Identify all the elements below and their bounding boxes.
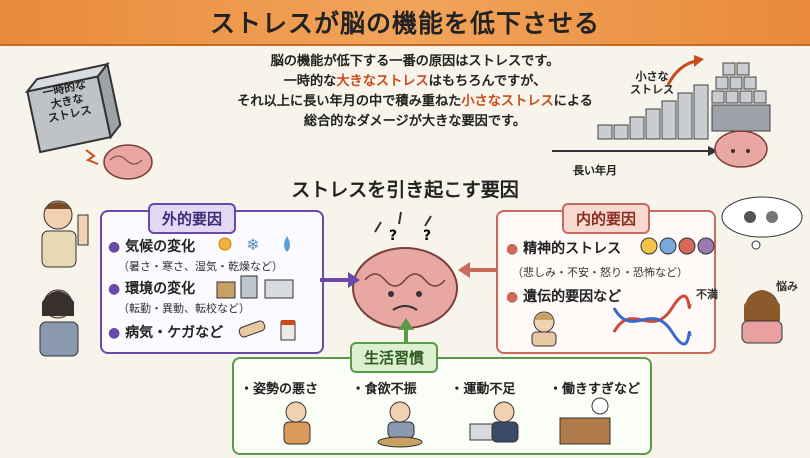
internal-note-mental: （悲しみ・不安・怒り・恐怖など） xyxy=(512,266,688,279)
cold-person-illustration xyxy=(39,289,79,357)
lifestyle-tag: 生活習慣 xyxy=(350,342,439,373)
external-item-climate: ● 気候の変化 xyxy=(108,239,196,255)
small-stress-stack-illustration xyxy=(552,55,771,168)
lifestyle-items: ・姿勢の悪さ ・食欲不振 ・運動不足 ・働きすぎなど xyxy=(240,378,640,397)
emotion-face-icons xyxy=(640,237,715,255)
thought-bubble-illustration xyxy=(721,196,803,344)
intro-line-3: それ以上に長い年月の中で積み重ねた小さなストレスによる xyxy=(237,94,593,109)
lifestyle-item-overwork: ・働きすぎなど xyxy=(548,382,640,397)
external-item-illness: ● 病気・ケガなど xyxy=(108,325,224,341)
injured-person-illustration xyxy=(41,200,89,268)
internal-item-mental: ● 精神的ストレス xyxy=(506,241,622,257)
lifestyle-item-appetite: ・食欲不振 xyxy=(351,382,417,397)
svg-text:?: ? xyxy=(423,228,431,244)
arrow-internal-to-brain xyxy=(458,262,498,278)
internal-item-genetic: ● 遺伝的要因など xyxy=(506,289,622,305)
bubble-word-worries: 悩み xyxy=(776,280,798,293)
arrow-external-to-brain xyxy=(320,272,360,288)
svg-text:?: ? xyxy=(389,228,397,244)
page-title: ストレスが脳の機能を低下させる xyxy=(209,9,600,38)
building-icons xyxy=(216,275,294,299)
lifestyle-item-exercise: ・運動不足 xyxy=(450,382,516,397)
intro-text: 脳の機能が低下する一番の原因はストレスです。 一時的な大きなストレスはもちろんで… xyxy=(185,52,645,132)
external-item-environment: ● 環境の変化 xyxy=(108,281,196,297)
external-note-climate: （暑さ・寒さ、湿気・乾燥など） xyxy=(118,260,283,273)
lifestyle-illustrations xyxy=(283,397,611,448)
bubble-word-dissatisfaction: 不満 xyxy=(696,288,718,301)
svg-text:❄: ❄ xyxy=(246,235,259,254)
external-note-environment: （転勤・異動、転校など） xyxy=(118,302,250,315)
dna-icon xyxy=(612,294,692,346)
lifestyle-item-posture: ・姿勢の悪さ xyxy=(240,382,319,397)
long-years-label: 長い年月 xyxy=(573,164,617,177)
arrow-lifestyle-to-brain xyxy=(398,318,414,344)
stressed-brain-illustration: ? ? xyxy=(352,211,458,329)
small-stress-label: 小さな ストレス xyxy=(630,70,674,96)
big-stress-illustration xyxy=(24,61,153,180)
causes-heading: ストレスを引き起こす要因 xyxy=(291,179,519,201)
intro-line-1: 脳の機能が低下する一番の原因はストレスです。 xyxy=(270,54,560,69)
internal-factors-tag: 内的要因 xyxy=(562,203,651,234)
intro-line-2: 一時的な大きなストレスはもちろんですが、 xyxy=(283,74,547,89)
external-factors-tag: 外的要因 xyxy=(148,203,237,234)
medical-icons xyxy=(238,320,296,341)
title-banner xyxy=(0,0,810,46)
stressed-woman-illustration xyxy=(531,311,557,347)
intro-line-4: 総合的なダメージが大きな要因です。 xyxy=(303,114,527,129)
weather-icons: ❄ xyxy=(218,235,290,254)
